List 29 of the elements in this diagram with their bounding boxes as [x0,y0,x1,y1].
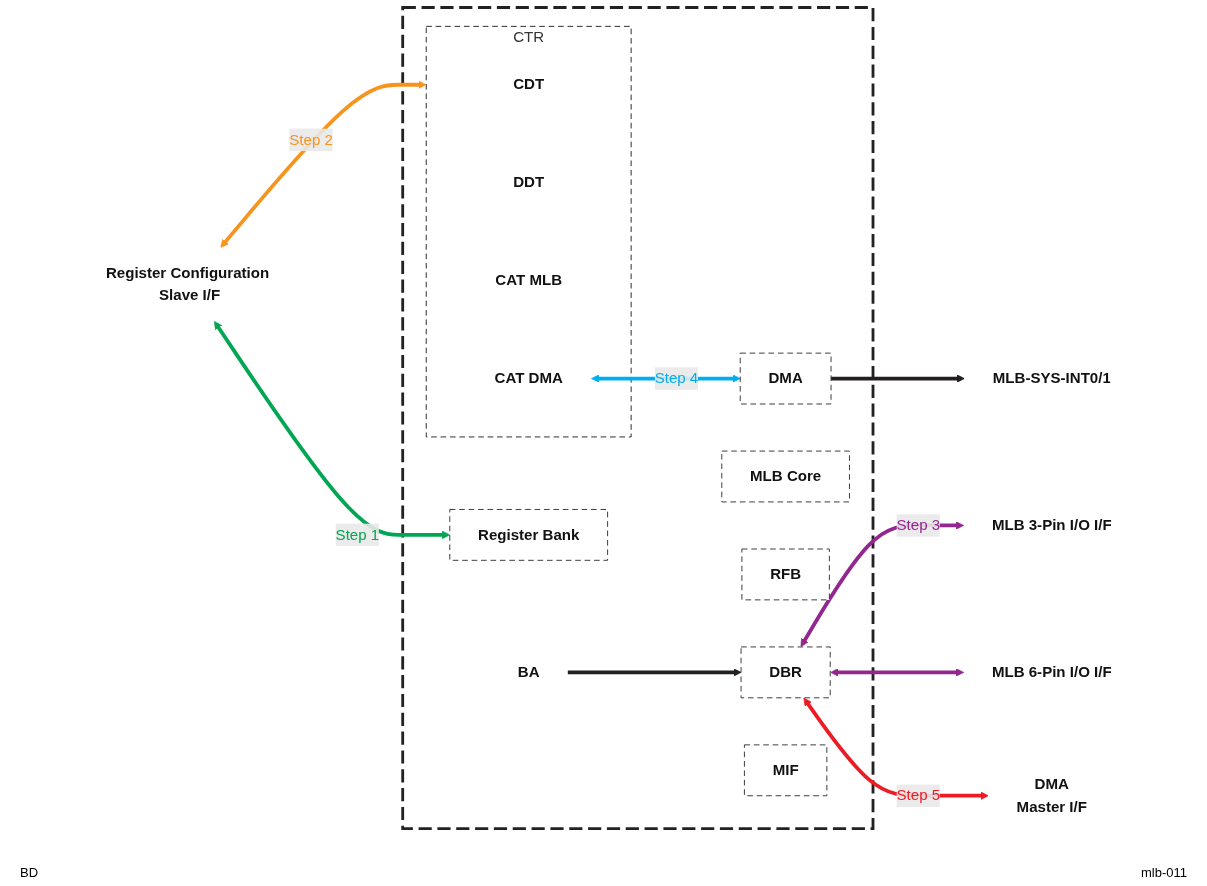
edge-label: Step 2 [289,131,333,148]
node-text: CAT MLB [495,272,562,289]
arrow [831,374,965,383]
node-box: MIF [743,744,828,797]
edge-label: Step 1 [335,526,380,543]
node-box: DMA [739,352,832,405]
arrow [830,668,964,677]
node-text: MLB 6-Pin I/O I/F [991,663,1112,680]
node-text: DDT [513,174,545,191]
node-box: MLB Core [721,450,850,503]
arrow [220,80,427,248]
edge-label: Step 3 [896,517,941,533]
note-label: BD [20,865,39,880]
node-text: DMA Master I/F [1016,775,1087,815]
node-text: BA [517,663,540,680]
node-box: Register Bank [449,509,609,561]
node-text: MLB 3-Pin I/O I/F [991,517,1112,533]
node-text: MLB-SYS-INT0/1 [992,370,1111,387]
edge-label: Step 4 [654,370,699,387]
arrow [214,321,451,540]
node-box: DBR [740,646,831,699]
edge-label: Step 5 [896,787,941,804]
cluster [401,6,875,831]
node-text: CAT DMA [494,370,563,387]
node-text: Register Configuration Slave I/F [105,264,270,304]
node-box: RFB [741,548,830,601]
arrow [567,668,742,677]
node-text: CDT [513,76,545,93]
note-label: mlb-011 [1141,865,1187,880]
